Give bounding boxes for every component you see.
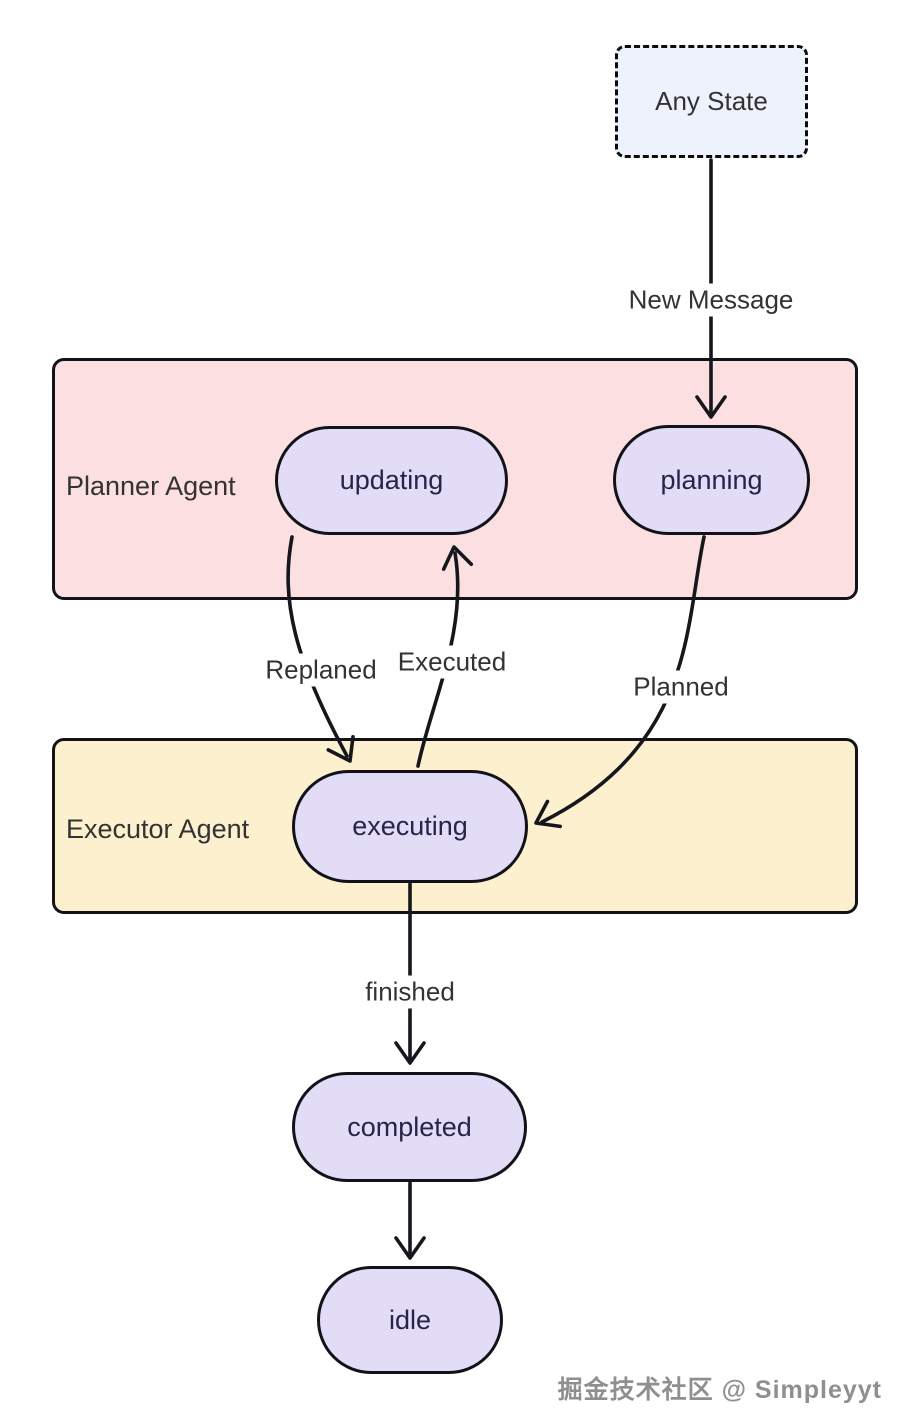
node-updating: updating xyxy=(275,426,508,535)
edge-label-planned: Planned xyxy=(626,670,736,704)
arrowhead-planned xyxy=(534,799,562,829)
arrowhead-replaned xyxy=(326,734,355,763)
node-any-state-label: Any State xyxy=(655,86,768,116)
node-completed-label: completed xyxy=(347,1111,472,1142)
node-planning: planning xyxy=(613,425,810,535)
node-any-state: Any State xyxy=(615,45,808,158)
arrowhead-completed-to-idle xyxy=(394,1236,426,1260)
node-idle: idle xyxy=(317,1266,503,1374)
node-idle-label: idle xyxy=(388,1304,432,1335)
watermark-text: 掘金技术社区 @ Simpleyyt xyxy=(557,1376,882,1404)
node-executing-label: executing xyxy=(352,811,468,841)
node-completed: completed xyxy=(292,1072,527,1182)
arrowhead-new-message xyxy=(695,395,727,419)
executor-agent-label: Executor Agent xyxy=(66,814,250,844)
edge-label-finished: finished xyxy=(358,975,462,1009)
arrowhead-executed xyxy=(441,545,474,571)
planner-agent-label: Planner Agent xyxy=(66,471,236,501)
node-executing: executing xyxy=(292,770,528,883)
node-updating-label: updating xyxy=(339,465,444,495)
edge-label-new-message: New Message xyxy=(621,283,801,317)
arrowhead-finished xyxy=(394,1041,426,1065)
edge-label-executed: Executed xyxy=(390,645,514,679)
edge-label-replaned: Replaned xyxy=(258,653,384,687)
node-planning-label: planning xyxy=(660,464,763,495)
edge-replaned xyxy=(286,535,349,758)
